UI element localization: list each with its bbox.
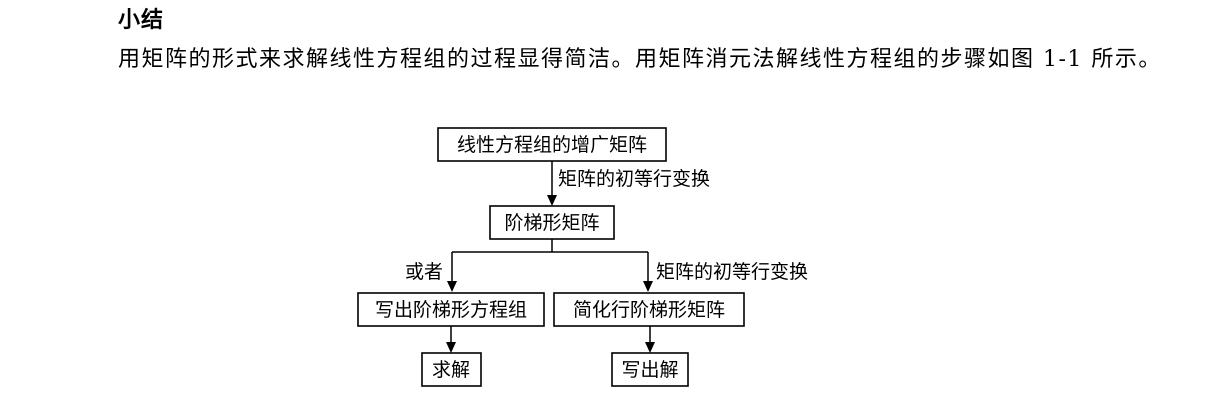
arrow-augmented-to-echelon — [547, 161, 557, 206]
node-write-solution: 写出解 — [611, 352, 689, 387]
node-reduced-row-echelon-label: 简化行阶梯形矩阵 — [573, 299, 725, 321]
section-heading: 小结 — [118, 8, 165, 33]
arrow-write-echelon-to-solve — [446, 326, 456, 353]
node-solve-label: 求解 — [432, 359, 470, 381]
node-echelon-matrix: 阶梯形矩阵 — [489, 205, 615, 240]
edge-label-row-operations-1: 矩阵的初等行变换 — [558, 168, 710, 190]
edge-label-row-operations-2: 矩阵的初等行变换 — [656, 261, 808, 283]
node-augmented-matrix: 线性方程组的增广矩阵 — [437, 127, 667, 162]
summary-paragraph: 用矩阵的形式来求解线性方程组的过程显得简洁。用矩阵消元法解线性方程组的步骤如图 … — [118, 47, 1162, 72]
node-write-solution-label: 写出解 — [621, 359, 678, 381]
arrow-reduced-to-write-solution — [645, 326, 655, 353]
node-augmented-matrix-label: 线性方程组的增广矩阵 — [457, 134, 647, 156]
node-write-echelon-system-label: 写出阶梯形方程组 — [375, 299, 527, 321]
edge-label-or: 或者 — [405, 261, 443, 283]
node-write-echelon-system: 写出阶梯形方程组 — [357, 292, 545, 327]
branch-connector — [447, 239, 653, 292]
node-echelon-matrix-label: 阶梯形矩阵 — [504, 212, 599, 234]
node-reduced-row-echelon: 简化行阶梯形矩阵 — [553, 292, 745, 327]
node-solve: 求解 — [421, 352, 482, 387]
